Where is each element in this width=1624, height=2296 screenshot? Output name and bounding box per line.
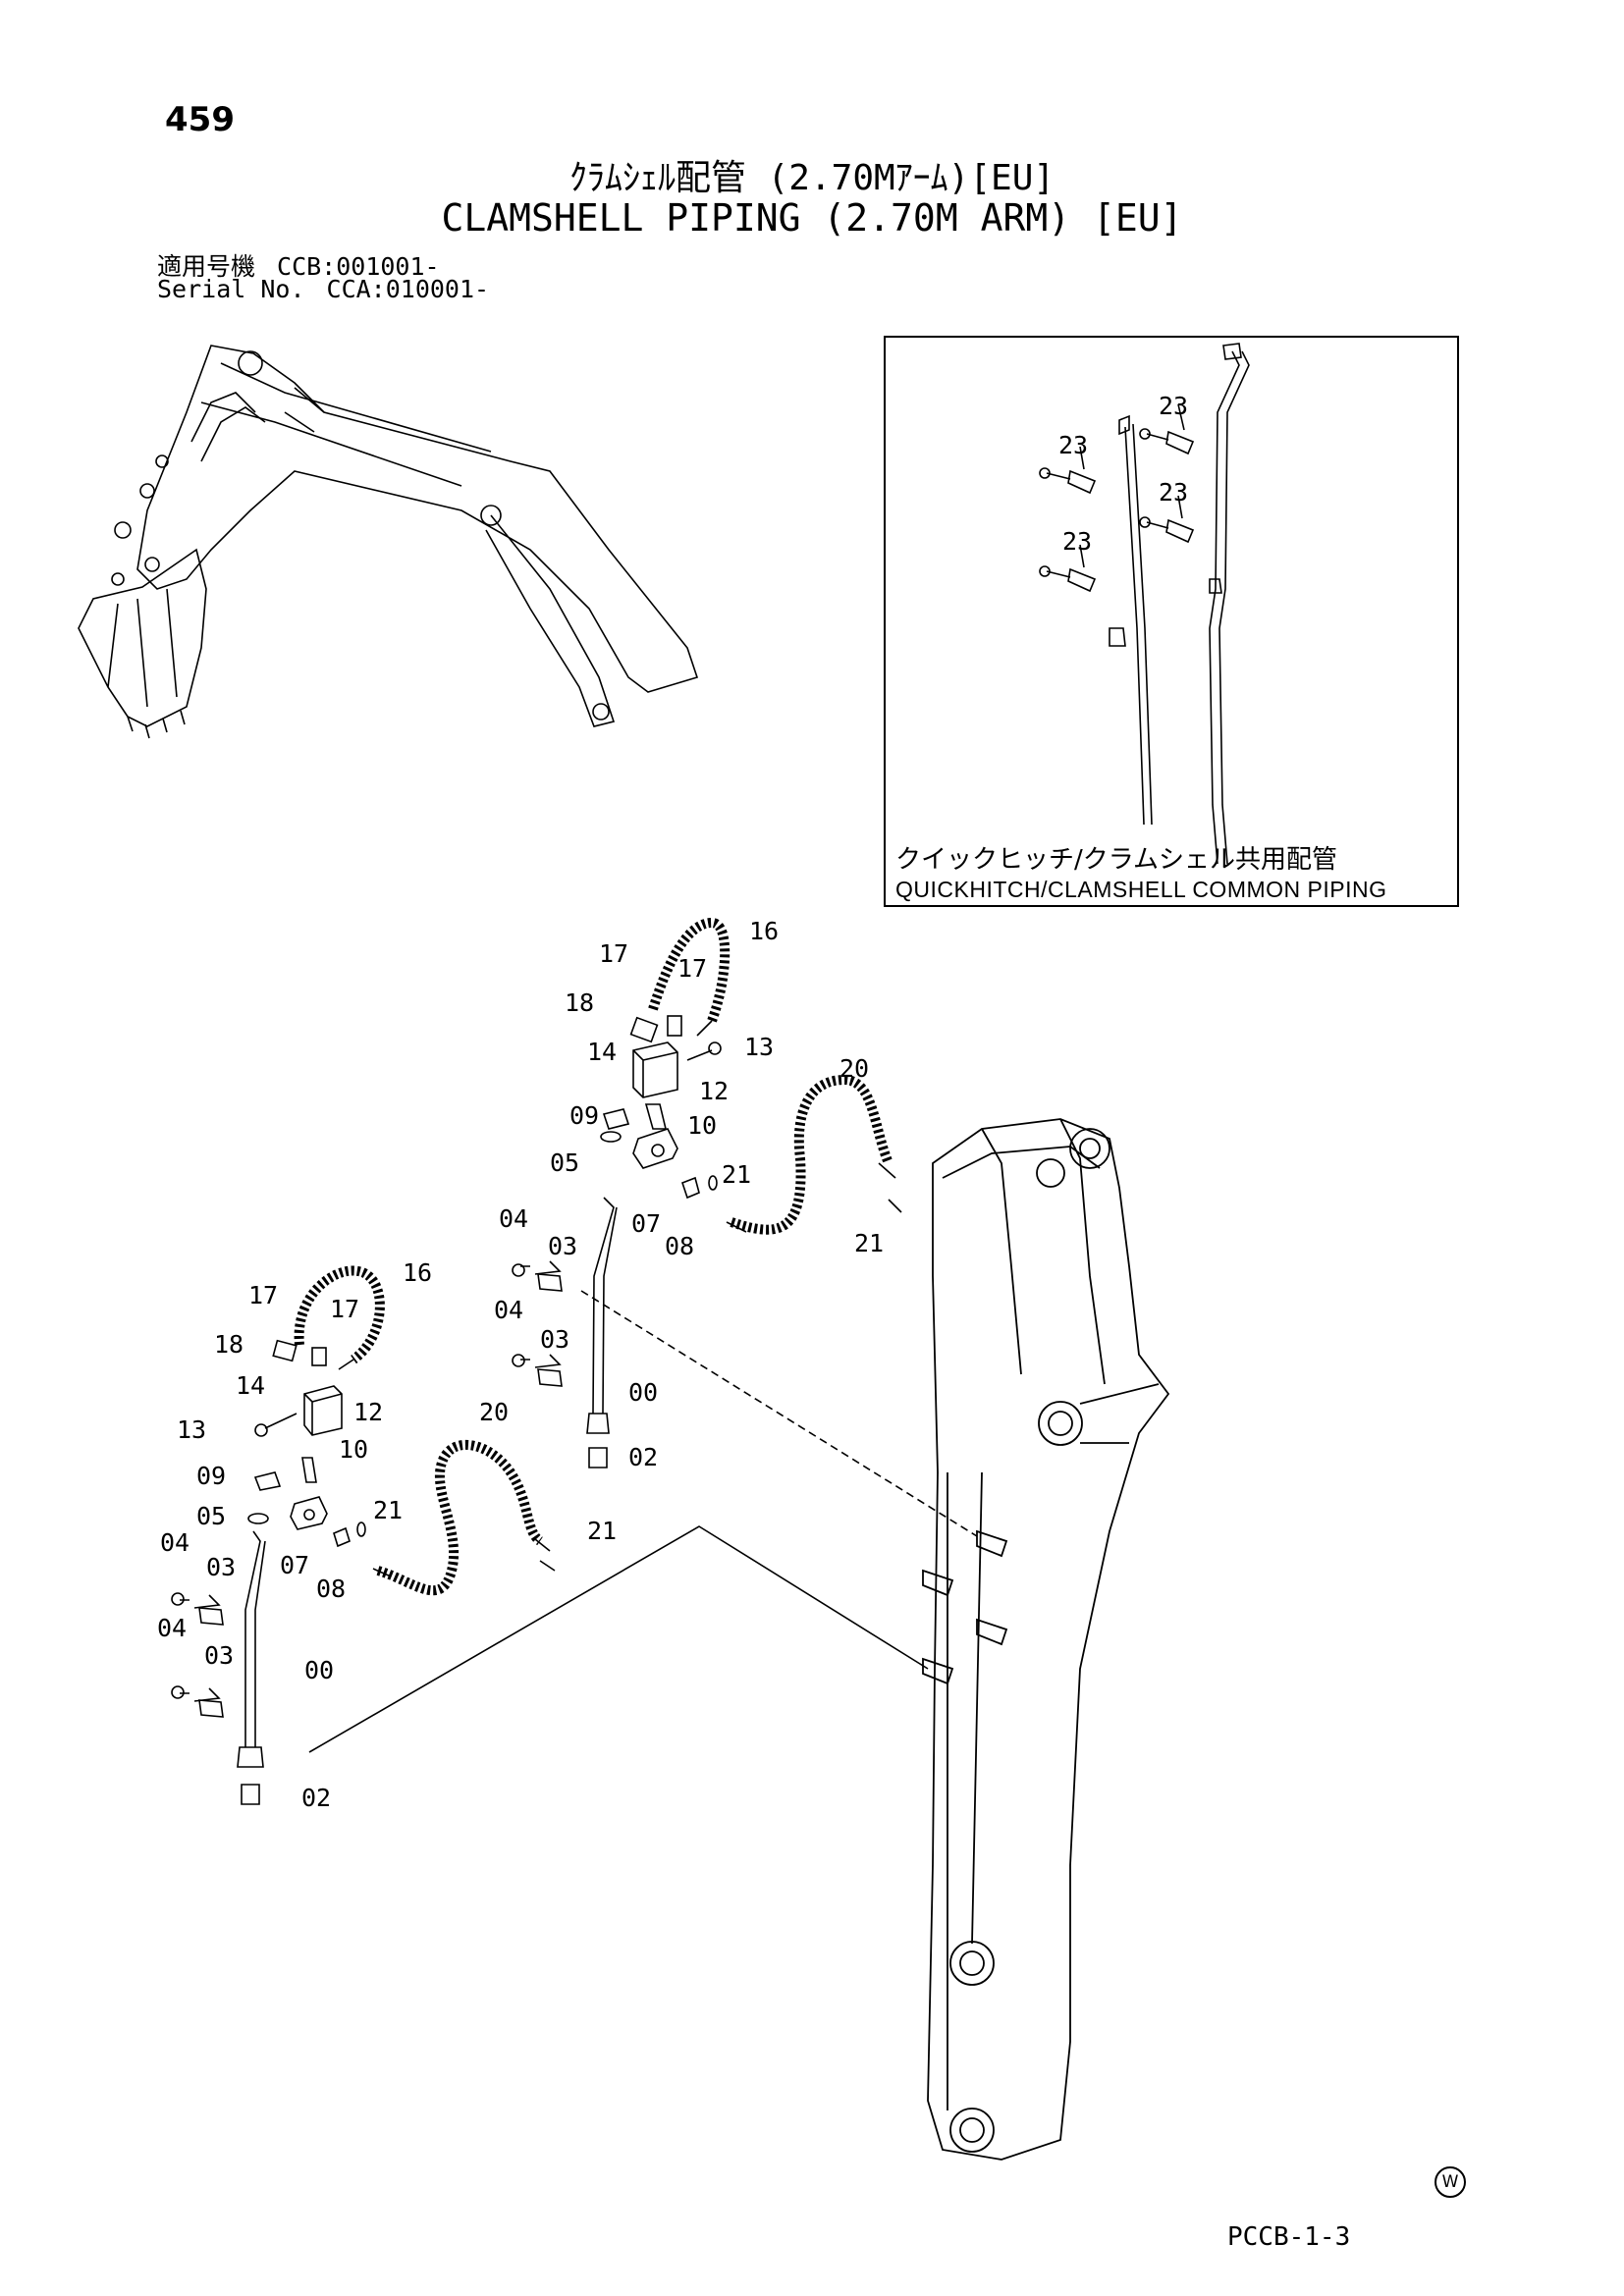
callout-18-upper: 18	[565, 988, 594, 1017]
callout-03-lower: 03	[204, 1641, 234, 1670]
excavator-overview-drawing	[78, 345, 699, 739]
callout-04-upper: 04	[494, 1296, 523, 1324]
page-title: CLAMSHELL PIPING (2.70M ARM) [EU]	[441, 196, 1183, 240]
callout-17-lower: 17	[330, 1295, 359, 1323]
callout-03-lower: 03	[206, 1553, 236, 1581]
callout-02-upper: 02	[628, 1443, 658, 1471]
serial-value-cca: CCA:010001-	[326, 275, 490, 303]
callout-14-lower: 14	[236, 1371, 265, 1400]
callout-16-upper: 16	[749, 917, 779, 945]
callout-18-lower: 18	[214, 1330, 244, 1359]
callout-17-lower: 17	[248, 1281, 278, 1309]
callout-00-lower: 00	[304, 1656, 334, 1684]
callout-20-upper: 20	[839, 1054, 869, 1083]
callout-02-lower: 02	[301, 1784, 331, 1812]
inset-caption-japanese: クイックヒッチ/クラムシェル共用配管	[895, 845, 1337, 875]
serial-label-jp: 適用号機	[157, 252, 256, 281]
callout-20-lower: 20	[479, 1398, 509, 1426]
callout-09-upper: 09	[569, 1101, 599, 1130]
callout-08-lower: 08	[316, 1575, 346, 1603]
callout-03-upper: 03	[548, 1232, 577, 1260]
callout-04-lower: 04	[160, 1528, 189, 1557]
serial-value-ccb: CCB:001001-	[277, 252, 440, 281]
callout-08-upper: 08	[665, 1232, 694, 1260]
leader-line-lower	[308, 1525, 929, 1753]
inset-caption: QUICKHITCH/CLAMSHELL COMMON PIPING	[895, 877, 1387, 902]
callout-04-lower: 04	[157, 1614, 187, 1642]
serial-label-en: Serial No.	[157, 275, 305, 303]
callout-13-lower: 13	[177, 1415, 206, 1444]
callout-05-lower: 05	[196, 1502, 226, 1530]
callout-14-upper: 14	[587, 1038, 617, 1066]
callout-13-upper: 13	[744, 1033, 774, 1061]
callout-17-upper: 17	[599, 939, 628, 968]
callout-10-lower: 10	[339, 1435, 368, 1464]
inset-piping-drawing	[1039, 343, 1250, 865]
common-piping-inset	[884, 336, 1459, 907]
callout-12-upper: 12	[699, 1077, 729, 1105]
inset-callout-23: 23	[1058, 431, 1088, 459]
callout-21-upper: 21	[722, 1160, 751, 1189]
w-mark-badge: W	[1435, 2166, 1466, 2198]
lower-piping-assembly	[171, 1265, 556, 1805]
page-number: 459	[165, 100, 235, 139]
upper-piping-assembly	[512, 917, 902, 1468]
callout-21-lower: 21	[587, 1517, 617, 1545]
callout-07-upper: 07	[631, 1209, 661, 1238]
callout-07-lower: 07	[280, 1551, 309, 1579]
inset-callout-23: 23	[1062, 527, 1092, 556]
leader-line-upper	[580, 1290, 978, 1537]
callout-10-upper: 10	[687, 1111, 717, 1140]
callout-12-lower: 12	[353, 1398, 383, 1426]
callout-17-upper: 17	[677, 954, 707, 983]
callout-21-upper: 21	[854, 1229, 884, 1257]
callout-16-lower: 16	[403, 1258, 432, 1287]
callout-21-lower: 21	[373, 1496, 403, 1524]
document-code: PCCB-1-3	[1227, 2222, 1351, 2252]
inset-callout-23: 23	[1159, 478, 1188, 507]
callout-03-upper: 03	[540, 1325, 569, 1354]
serial-row-number: Serial No. CCA:010001-	[157, 275, 489, 303]
inset-callout-23: 23	[1159, 392, 1188, 420]
page-title-japanese: ｸﾗﾑｼｪﾙ配管 (2.70Mｱｰﾑ)[EU]	[568, 158, 1056, 198]
callout-09-lower: 09	[196, 1462, 226, 1490]
callout-05-upper: 05	[550, 1148, 579, 1177]
serial-row-applicable: 適用号機 CCB:001001-	[157, 247, 440, 283]
callout-00-upper: 00	[628, 1378, 658, 1407]
callout-04-upper: 04	[499, 1204, 528, 1233]
arm-drawing	[922, 1118, 1170, 2161]
